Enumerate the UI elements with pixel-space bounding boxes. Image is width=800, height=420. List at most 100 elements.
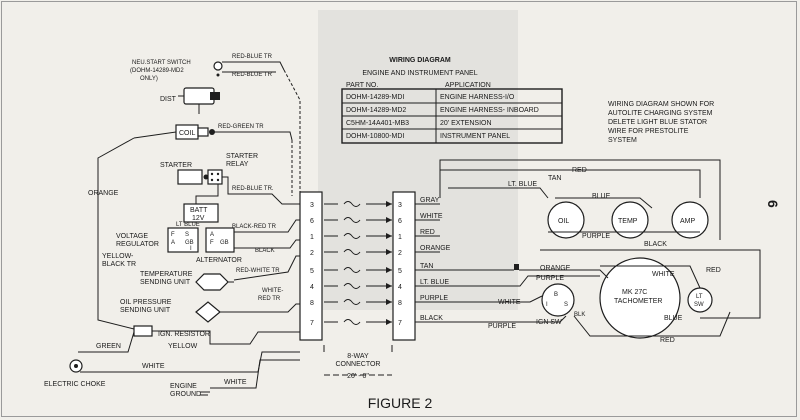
- note-line: DELETE LIGHT BLUE STATOR: [608, 119, 707, 126]
- panel-wire-label: BLUE: [664, 315, 683, 322]
- connector-name: CONNECTOR: [336, 361, 381, 368]
- neutral-switch-label: (DOHM-14289-MD2: [130, 68, 184, 74]
- wire-label: YELLOW: [168, 343, 198, 350]
- wire-label: RED-BLUE TR.: [232, 186, 274, 192]
- note-line: WIRE FOR PRESTOLITE: [608, 128, 689, 135]
- reg-term: A: [171, 240, 175, 246]
- pin-number-right: 5: [398, 268, 402, 275]
- connector-name: 8-WAY: [347, 353, 369, 360]
- alternator-label: ALTERNATOR: [196, 257, 242, 264]
- neutral-switch-label: ONLY): [140, 76, 158, 82]
- lt-sw-label: LT: [696, 294, 703, 300]
- wire-label: YELLOW-: [102, 253, 134, 260]
- pin-number-left: 7: [310, 320, 314, 327]
- connector-right: [392, 191, 416, 341]
- page-number: 6: [765, 200, 781, 208]
- panel-wire-label: BLACK: [644, 241, 667, 248]
- panel-wire-color: PURPLE: [420, 295, 448, 302]
- panel-wire-color: WHITE: [420, 213, 443, 220]
- ign-resistor-label: IGN. RESISTOR: [158, 331, 210, 338]
- tach-label: TACHOMETER: [614, 298, 662, 305]
- table-subtitle: ENGINE AND INSTRUMENT PANEL: [362, 70, 477, 77]
- ignition-coil: COIL: [175, 124, 215, 140]
- oil-gauge-label: OIL: [558, 218, 569, 225]
- pin-arrow: [386, 233, 392, 239]
- reg-term: S: [185, 232, 189, 238]
- panel-wire-label: RED: [706, 267, 721, 274]
- reg-term: I: [190, 246, 192, 252]
- alternator: A F GB ALTERNATOR: [196, 227, 242, 264]
- battery: BATT 12V: [183, 184, 219, 223]
- engine-ground-label: ENGINE: [170, 383, 197, 390]
- panel-wire-label: LT. BLUE: [508, 181, 537, 188]
- wire-label: WHITE: [224, 379, 247, 386]
- reg-term: GB: [185, 240, 194, 246]
- table-row-part: DOHM-14289-MD2: [346, 107, 406, 114]
- ign-term: I: [546, 302, 548, 308]
- table-row-app: ENGINE HARNESS-I/O: [440, 94, 515, 101]
- temp-sender-label: TEMPERATURE: [140, 271, 193, 278]
- battery-label: BATT: [190, 207, 208, 214]
- amp-gauge: AMP: [671, 201, 709, 239]
- starter-relay-label: RELAY: [226, 161, 249, 168]
- pin-arrow: [386, 319, 392, 325]
- table-row-part: DOHM-14289-MDI: [346, 94, 404, 101]
- pin-arrow: [386, 217, 392, 223]
- pin-number-right: 8: [398, 300, 402, 307]
- panel-wire-color: GRAY: [420, 197, 440, 204]
- oil-pressure-sending-unit: OIL PRESSURE SENDING UNIT: [120, 299, 234, 323]
- pin-number-left: 4: [310, 284, 314, 291]
- pin-number-right: 1: [398, 234, 402, 241]
- pin-number-right: 4: [398, 284, 402, 291]
- starter-relay-label: STARTER: [226, 153, 258, 160]
- panel-wire-color: ORANGE: [420, 245, 451, 252]
- wire-label: WHITE: [142, 363, 165, 370]
- pin-arrow: [386, 249, 392, 255]
- starter-relay: STARTER RELAY: [207, 153, 258, 185]
- wiring-note: WIRING DIAGRAM SHOWN FOR AUTOLITE CHARGI…: [608, 101, 714, 144]
- pin-arrow: [386, 201, 392, 207]
- pin-number-left: 6: [310, 218, 314, 225]
- wire-label: BLACK-RED TR: [232, 224, 277, 230]
- pin-number-left: 1: [310, 234, 314, 241]
- light-switch: LT SW: [687, 287, 713, 313]
- wire-label: RED TR: [258, 296, 281, 302]
- table-row-part: DOHM-10800-MDI: [346, 133, 404, 140]
- parts-table: WIRING DIAGRAM ENGINE AND INSTRUMENT PAN…: [341, 57, 563, 144]
- coil-label: COIL: [179, 130, 195, 137]
- oil-sender-label: OIL PRESSURE: [120, 299, 172, 306]
- note-line: SYSTEM: [608, 137, 637, 144]
- pin-number-left: 2: [310, 250, 314, 257]
- wire-label: BLACK: [255, 248, 275, 254]
- table-col-part: PART NO.: [346, 82, 378, 89]
- temp-sender-label: SENDING UNIT: [140, 279, 191, 286]
- extension-wire: [324, 319, 392, 325]
- pin-number-left: 5: [310, 268, 314, 275]
- panel-wire-label: BLUE: [592, 193, 611, 200]
- table-row-app: 20' EXTENSION: [440, 120, 492, 127]
- ignition-switch: B I S BLK IGN SW: [536, 283, 585, 326]
- note-line: AUTOLITE CHARGING SYSTEM: [608, 110, 713, 117]
- pin-number-left: 8: [310, 300, 314, 307]
- voltage-regulator: VOLTAGE REGULATOR LT BLUE F A S GB I: [116, 222, 200, 253]
- table-col-app: APPLICATION: [445, 82, 491, 89]
- tachometer: MK 27C TACHOMETER: [599, 257, 681, 339]
- ign-term: S: [564, 302, 568, 308]
- distributor: DIST: [160, 87, 220, 114]
- pin-number-right: 6: [398, 218, 402, 225]
- wire-label: GREEN: [96, 343, 121, 350]
- panel-wire-color: TAN: [420, 263, 433, 270]
- panel-wire-color: RED: [420, 229, 435, 236]
- battery-label: 12V: [192, 215, 205, 222]
- pin-arrow: [386, 267, 392, 273]
- wire-label: RED-GREEN TR: [218, 124, 264, 130]
- ign-term: B: [554, 292, 558, 298]
- oil-sender-label: SENDING UNIT: [120, 307, 171, 314]
- electric-choke: ELECTRIC CHOKE: [44, 359, 106, 388]
- alt-term: GB: [220, 240, 229, 246]
- pin-arrow: [386, 283, 392, 289]
- wire-label: RED-BLUE TR: [232, 72, 273, 78]
- wire-label: RED-WHITE TR: [236, 268, 280, 274]
